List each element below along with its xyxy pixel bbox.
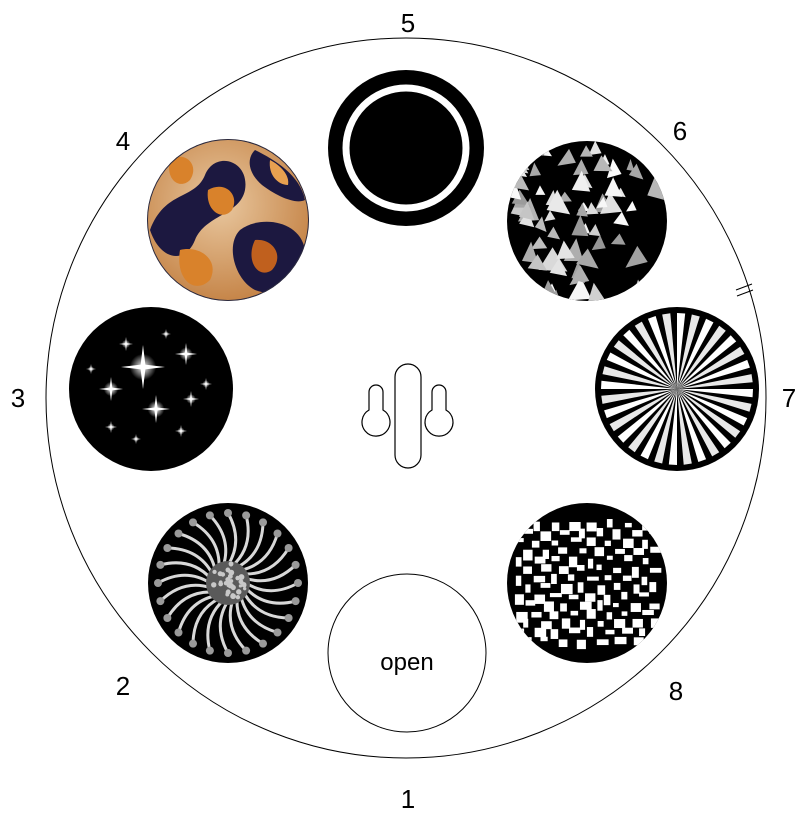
position-number-8: 8 <box>669 676 683 706</box>
position-number-3: 3 <box>11 383 25 413</box>
position-number-5: 5 <box>401 8 415 38</box>
gobo-5-ring <box>328 70 484 226</box>
gobo-1-open: open <box>328 574 486 732</box>
center-slot-icon <box>395 364 421 468</box>
center-mount-icon <box>362 364 453 468</box>
position-number-1: 1 <box>401 784 415 813</box>
gobo-2-sun-swirl <box>148 503 308 663</box>
gobo-6-shards <box>503 133 667 304</box>
gobo-7-rays <box>595 307 759 471</box>
keyhole-right-icon <box>425 385 453 436</box>
position-number-2: 2 <box>116 671 130 701</box>
keyhole-left-icon <box>362 385 390 436</box>
position-number-4: 4 <box>116 126 130 156</box>
gobo-4-marble <box>147 139 309 301</box>
open-label: open <box>380 649 433 676</box>
position-number-7: 7 <box>782 383 796 413</box>
gobo-3-stars <box>69 307 233 471</box>
gobo-8-breakup <box>507 503 667 663</box>
position-number-6: 6 <box>673 116 687 146</box>
